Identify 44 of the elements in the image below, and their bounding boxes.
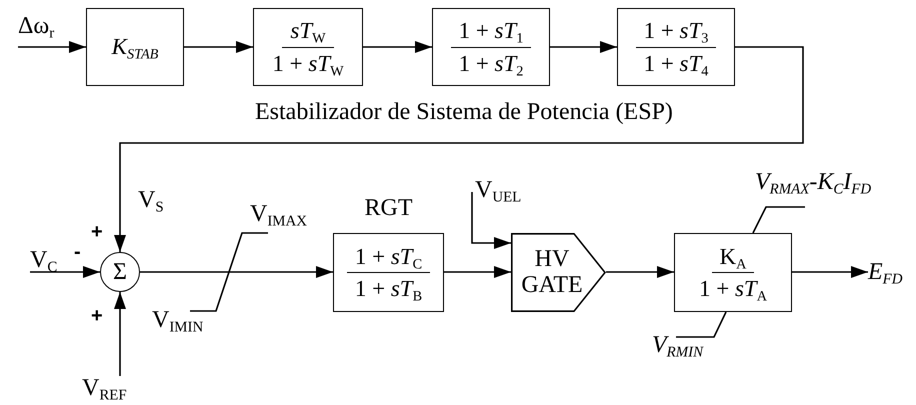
signal-arrow: [606, 266, 674, 278]
sign-label: -: [74, 242, 81, 262]
transfer-function-block: [253, 8, 363, 86]
signal-label: Estabilizador de Sistema de Potencia (ESP): [255, 100, 673, 124]
signal-arrow: [18, 41, 86, 53]
transfer-function-block: [674, 233, 792, 312]
signal-label: V$_{IMAX}$: [250, 202, 308, 226]
signal-arrow: [114, 46, 804, 252]
signal-label: V$_{S}$: [138, 188, 164, 212]
signal-arrow: [184, 41, 253, 53]
signal-label: V$_{REF}$: [82, 376, 142, 402]
signal-arrow: [114, 292, 126, 376]
denominator: 1 + sT$_{4}$: [642, 50, 710, 76]
denominator: 1 + sT$_{2}$: [458, 50, 524, 76]
signal-label: V$_{UEL}$: [472, 178, 534, 204]
signal-label: V$_{RMIN}$: [652, 333, 704, 357]
gate-label: HV GATE: [520, 247, 584, 298]
sign-label: +: [91, 222, 103, 242]
signal-arrow: [444, 266, 511, 278]
signal-label: V$_{IMIN}$: [152, 308, 204, 332]
signal-arrow: [140, 266, 333, 278]
signal-arrow: [792, 266, 868, 278]
numerator: 1 + sT$_{C}$: [346, 244, 430, 273]
signal-arrow: [363, 41, 432, 53]
signal-arrow: [30, 266, 100, 278]
denominator: 1 + sT$_{W}$: [271, 50, 345, 76]
signal-label: V$_{C}$: [30, 248, 70, 272]
denominator: 1 + sT$_{A}$: [698, 275, 768, 302]
numerator: K$_{A}$: [712, 244, 754, 273]
signal-label: E$_{FD}$: [868, 260, 914, 288]
transfer-function-block: [617, 8, 735, 86]
signal-arrow: [550, 41, 617, 53]
sign-label: +: [91, 306, 103, 326]
block-title: RGT: [364, 195, 414, 222]
numerator: 1 + sT$_{3}$: [636, 18, 716, 48]
signal-label: Δω$_{r}$: [18, 14, 64, 47]
denominator: 1 + sT$_{B}$: [354, 275, 424, 302]
transfer-function-block: [432, 8, 550, 86]
summing-junction: Σ: [100, 252, 140, 292]
transfer-function-block: K$_{STAB}$: [86, 8, 184, 86]
signal-arrow: [471, 192, 511, 249]
numerator: sT$_{W}$: [282, 18, 334, 48]
numerator: 1 + sT$_{1}$: [450, 18, 532, 48]
signal-label: V$_{RMAX}$-K$_{C}$I$_{FD}$: [755, 170, 872, 194]
